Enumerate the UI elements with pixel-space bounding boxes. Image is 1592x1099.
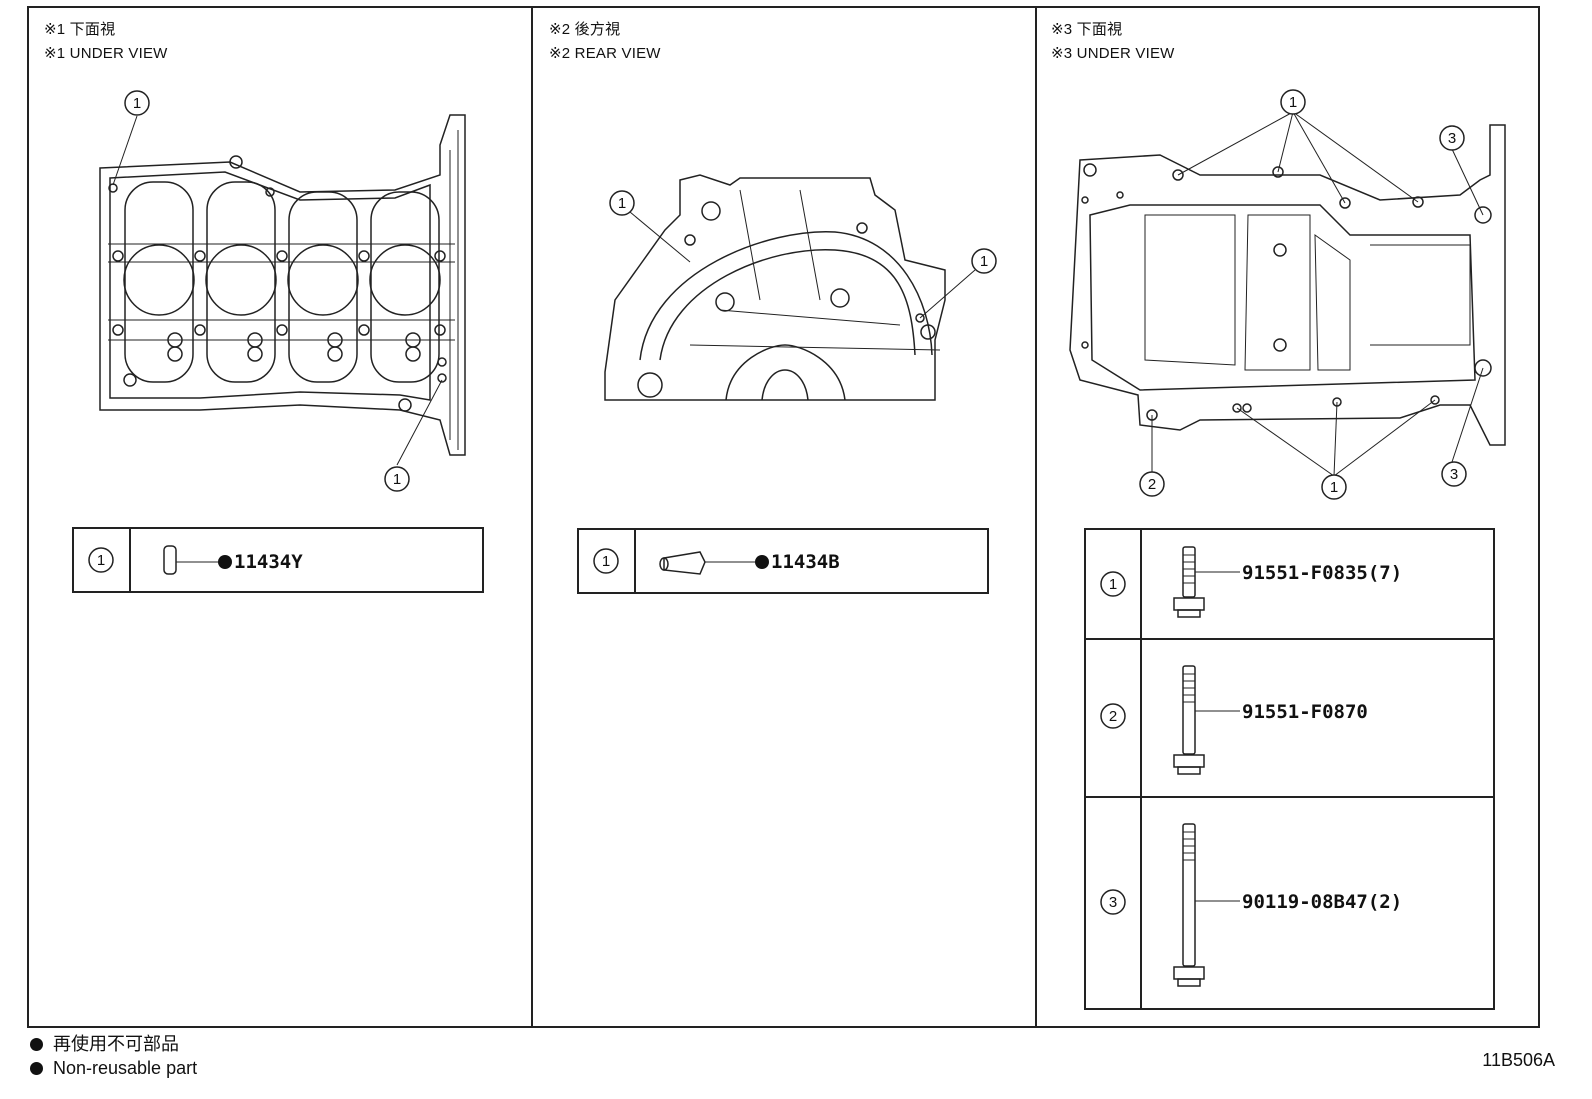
- legend-en-text: Non-reusable part: [53, 1058, 198, 1078]
- panel-1-parts-table: [72, 527, 484, 593]
- callout-1: 1: [971, 248, 997, 274]
- svg-text:2: 2: [1109, 708, 1117, 725]
- non-reusable-dot-icon: [30, 1038, 43, 1051]
- flange-bolt-icon: [1173, 665, 1240, 775]
- flange-bolt-icon: [1173, 546, 1240, 618]
- panel-1-title: ※1 下面視 ※1 UNDER VIEW: [44, 18, 168, 66]
- callout-2: 2: [1139, 471, 1165, 497]
- panel-3-title-ja: ※3 下面視: [1051, 21, 1123, 38]
- svg-text:1: 1: [980, 253, 988, 270]
- panel-2-parts-table: [577, 528, 989, 594]
- panel-2-title-en: ※2 REAR VIEW: [549, 45, 661, 62]
- svg-text:3: 3: [1109, 894, 1117, 911]
- callouts: 1 1 1 1 1 1 1 3 3 1 2 1 2 3: [88, 89, 1467, 915]
- part-number-11434B: 11434B: [771, 551, 840, 573]
- panel-1-title-ja: ※1 下面視: [44, 21, 116, 38]
- panel-2-title-ja: ※2 後方視: [549, 21, 621, 38]
- callout-1: 1: [1321, 474, 1347, 500]
- callout-1: 1: [384, 466, 410, 492]
- svg-text:1: 1: [1289, 94, 1297, 111]
- svg-text:1: 1: [1330, 479, 1338, 496]
- callout-1: 1: [1280, 89, 1306, 115]
- panel-1-leaders: [112, 115, 443, 466]
- svg-text:2: 2: [1148, 476, 1156, 493]
- panel-2-leaders: [629, 211, 976, 319]
- svg-text:1: 1: [393, 471, 401, 488]
- engine-block-under-view-drawing: [99, 114, 466, 456]
- legend-ja: 再使用不可部品: [30, 1032, 179, 1056]
- straight-pin-icon: [663, 551, 706, 575]
- callout-1: 1: [124, 90, 150, 116]
- svg-text:1: 1: [602, 553, 610, 570]
- svg-text:1: 1: [133, 95, 141, 112]
- non-reusable-dot-icon: [30, 1062, 43, 1075]
- oil-pan-under-view-drawing: [1069, 124, 1506, 446]
- svg-text:3: 3: [1450, 466, 1458, 483]
- non-reusable-dot-icon: [755, 555, 769, 569]
- callout-3: 3: [1441, 461, 1467, 487]
- callout-1: 1: [1100, 571, 1126, 597]
- svg-text:3: 3: [1448, 130, 1456, 147]
- callout-3: 3: [1100, 889, 1126, 915]
- panel-3-title-en: ※3 UNDER VIEW: [1051, 45, 1175, 62]
- panel-2-title: ※2 後方視 ※2 REAR VIEW: [549, 18, 661, 66]
- panel-1-title-en: ※1 UNDER VIEW: [44, 45, 168, 62]
- panel-3-leaders: [1151, 111, 1484, 477]
- callout-1: 1: [88, 547, 114, 573]
- panel-divider: [531, 6, 533, 1028]
- drawing-id: 11B506A: [1482, 1050, 1555, 1070]
- part-number-91551-F0835: 91551-F0835(7): [1242, 562, 1402, 584]
- diagram-frame: [27, 6, 1540, 1028]
- straight-pin-icon: [163, 545, 177, 575]
- part-number-91551-F0870: 91551-F0870: [1242, 701, 1368, 723]
- panel-3-title: ※3 下面視 ※3 UNDER VIEW: [1051, 18, 1175, 66]
- callout-1: 1: [609, 190, 635, 216]
- engine-block-rear-view-drawing: [604, 174, 946, 401]
- callout-2: 2: [1100, 703, 1126, 729]
- svg-text:1: 1: [1109, 576, 1117, 593]
- part-number-90119-08B47: 90119-08B47(2): [1242, 891, 1402, 913]
- svg-text:1: 1: [97, 552, 105, 569]
- part-number-11434Y: 11434Y: [234, 551, 303, 573]
- flange-bolt-icon: [1173, 823, 1240, 987]
- legend-ja-text: 再使用不可部品: [53, 1034, 179, 1054]
- panel-divider: [1035, 6, 1037, 1028]
- part-numbers: 11434Y 11434B 91551-F0835(7) 91551-F0870…: [234, 551, 1402, 913]
- callout-1: 1: [593, 548, 619, 574]
- svg-text:1: 1: [618, 195, 626, 212]
- panel-3-parts-table: [1084, 528, 1495, 1010]
- callout-3: 3: [1439, 125, 1465, 151]
- non-reusable-dot-icon: [218, 555, 232, 569]
- legend-en: Non-reusable part: [30, 1056, 197, 1080]
